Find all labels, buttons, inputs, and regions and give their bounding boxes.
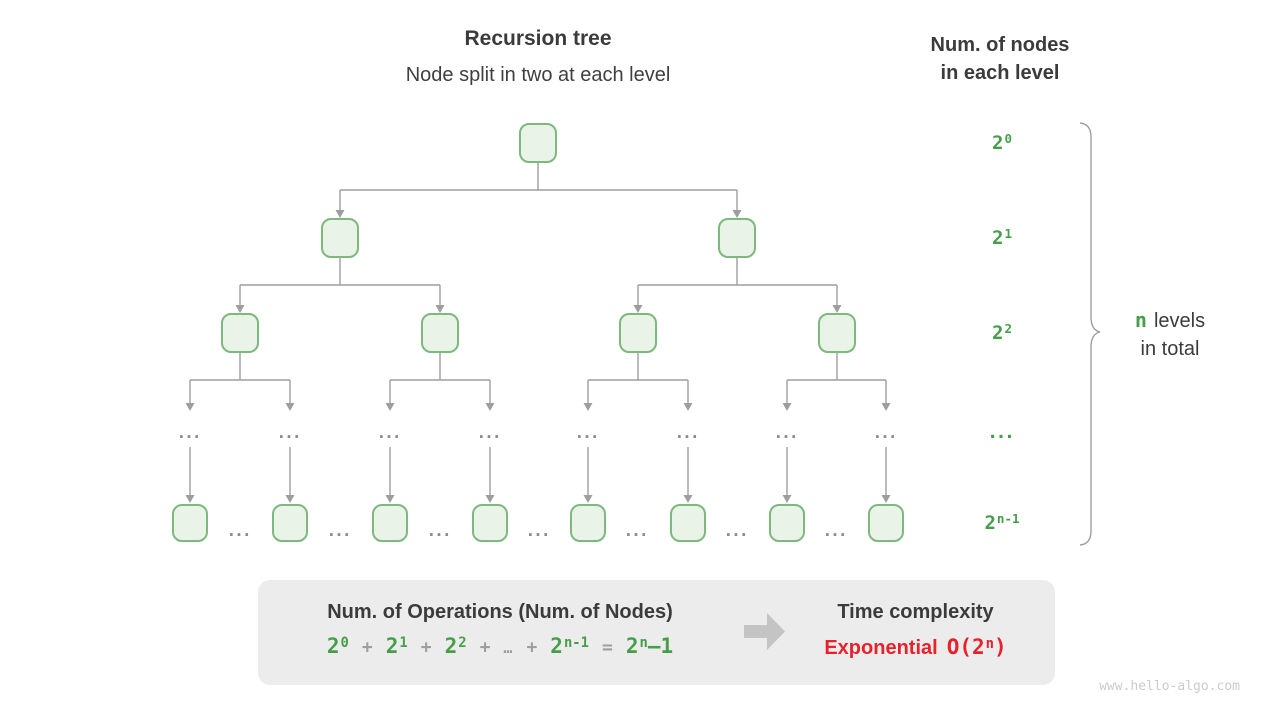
complexity-name: Exponential <box>824 637 938 659</box>
tree-root-node <box>519 123 557 163</box>
right-column-header: Num. of nodes in each level <box>880 31 1120 87</box>
tree-node <box>421 313 459 353</box>
watermark-url: www.hello-algo.com <box>1099 679 1240 694</box>
tree-leaf-node <box>372 504 408 542</box>
omitted-level-dots: ... <box>775 424 799 442</box>
n-highlight: n <box>1134 308 1147 332</box>
n-levels-brace <box>1079 122 1101 546</box>
plus-operator: + <box>420 637 432 658</box>
tree-node <box>221 313 259 353</box>
tree-leaf-node <box>172 504 208 542</box>
omitted-level-dots: ... <box>874 424 898 442</box>
leaf-separator-dots: ... <box>625 522 649 540</box>
right-column-header-line1: Num. of nodes <box>930 34 1070 56</box>
time-complexity-title: Time complexity <box>837 601 994 623</box>
tree-leaf-node <box>272 504 308 542</box>
operations-formula: 20 + 21 + 22 + … + 2n-1 = 2n–1 <box>280 634 720 658</box>
omitted-level-dots: ... <box>378 424 402 442</box>
leaf-separator-dots: ... <box>824 522 848 540</box>
formula-term: 22 <box>444 634 467 658</box>
tree-leaf-node <box>670 504 706 542</box>
plus-operator: + <box>479 637 491 658</box>
leaf-separator-dots: ... <box>228 522 252 540</box>
right-column-header-line2: in each level <box>940 62 1060 84</box>
tree-node <box>619 313 657 353</box>
omitted-level-dots: ... <box>676 424 700 442</box>
leaf-separator-dots: ... <box>328 522 352 540</box>
equals-operator: = <box>602 637 613 658</box>
tree-leaf-node <box>868 504 904 542</box>
plus-operator: + <box>361 637 373 658</box>
level-count-label: 21 <box>992 226 1012 249</box>
tree-node <box>718 218 756 258</box>
level-count-label: 2n-1 <box>984 511 1020 534</box>
omitted-level-dots: ... <box>178 424 202 442</box>
level-count-label: 22 <box>992 321 1012 344</box>
right-arrow-icon <box>744 613 785 650</box>
tree-node <box>818 313 856 353</box>
tree-node <box>321 218 359 258</box>
summary-box: Num. of Operations (Num. of Nodes) 20 + … <box>258 580 1055 685</box>
plus-operator: + <box>526 637 538 658</box>
tree-leaf-node <box>472 504 508 542</box>
formula-term: 20 <box>326 634 349 658</box>
omitted-level-dots: ... <box>278 424 302 442</box>
diagram-title: Recursion tree <box>464 27 612 50</box>
tree-leaf-node <box>769 504 805 542</box>
diagram-subtitle: Node split in two at each level <box>405 64 671 86</box>
formula-ellipsis: … <box>503 639 514 657</box>
level-count-label: 20 <box>992 131 1012 154</box>
operations-title: Num. of Operations (Num. of Nodes) <box>327 601 673 623</box>
formula-term: 2n-1 <box>550 634 589 658</box>
tree-leaf-node <box>570 504 606 542</box>
leaf-separator-dots: ... <box>527 522 551 540</box>
big-o-notation: O(2n) <box>946 635 1007 659</box>
leaf-separator-dots: ... <box>725 522 749 540</box>
omitted-level-dots: ... <box>478 424 502 442</box>
level-count-dots: ... <box>989 423 1015 443</box>
omitted-level-dots: ... <box>576 424 600 442</box>
complexity-value: Exponential O(2n) <box>788 635 1043 660</box>
leaf-separator-dots: ... <box>428 522 452 540</box>
formula-result: 2n–1 <box>625 634 674 658</box>
formula-term: 21 <box>385 634 408 658</box>
